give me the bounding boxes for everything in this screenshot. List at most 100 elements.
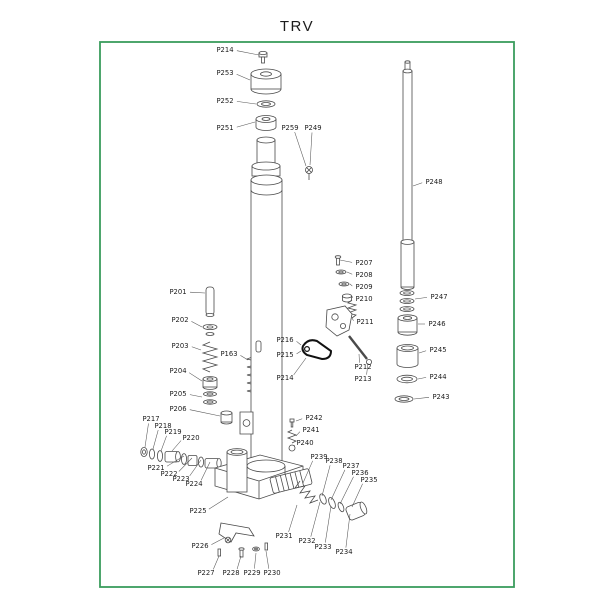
- cylinder-neck: [251, 136, 281, 177]
- part-label-p226-38: P226: [191, 542, 208, 550]
- leader-line-p206-28: [189, 409, 221, 417]
- leader-line-p249-5: [309, 132, 313, 166]
- part-label-p239-46: P239: [310, 453, 327, 461]
- leader-line-p248-6: [412, 182, 423, 187]
- part-p226-bracket: [218, 522, 255, 543]
- leader-line-p211-16: [351, 317, 354, 321]
- leader-line-p220-32: [171, 440, 182, 452]
- leader-line-p231-51: [288, 504, 298, 532]
- part-label-p207-12: P207: [355, 259, 372, 267]
- leader-line-p252-2: [236, 101, 257, 105]
- leader-line-p227-39: [213, 555, 220, 570]
- part-p237-washer: [328, 497, 336, 509]
- part-small-spring: [346, 299, 358, 319]
- leader-line-p244-10: [417, 377, 427, 380]
- part-p222-cup: [187, 455, 198, 466]
- part-label-p224-36: P224: [185, 480, 202, 488]
- part-label-p227-39: P227: [197, 569, 214, 577]
- part-p239-spring: [294, 480, 319, 504]
- leader-line-p241-44: [295, 431, 301, 437]
- part-label-p244-10: P244: [429, 373, 446, 381]
- leader-line-p240-45: [294, 444, 296, 449]
- part-p201-pin: [205, 286, 215, 317]
- part-p218-washer: [148, 448, 155, 460]
- leader-line-p234-54: [345, 513, 351, 548]
- part-label-p217-29: P217: [142, 415, 159, 423]
- leader-line-p242-43: [295, 418, 303, 422]
- part-p228-screw: [238, 547, 245, 558]
- diagram-shapes: [140, 51, 419, 558]
- part-p214-screw: [258, 51, 268, 64]
- leader-line-p213-18: [366, 362, 369, 375]
- leader-line-p219-31: [160, 435, 167, 452]
- part-label-p222-34: P222: [160, 470, 177, 478]
- part-label-p208-13: P208: [355, 271, 372, 279]
- part-label-p210-15: P210: [355, 295, 372, 303]
- part-label-p237-48: P237: [342, 462, 359, 470]
- part-label-p236-49: P236: [351, 469, 368, 477]
- leader-line-p238-47: [321, 465, 331, 497]
- leader-line-p216-19: [296, 341, 302, 346]
- part-p223-washer: [197, 456, 204, 468]
- part-label-p201-22: P201: [169, 288, 186, 296]
- part-label-p253-1: P253: [216, 69, 233, 77]
- part-p210-nut: [341, 293, 352, 303]
- leader-line-p217-29: [144, 423, 149, 448]
- part-label-p202-23: P202: [171, 316, 188, 324]
- part-label-p249-5: P249: [304, 124, 321, 132]
- part-label-p204-26: P204: [169, 367, 186, 375]
- part-label-p231-51: P231: [275, 532, 292, 540]
- part-p242-screw: [289, 418, 295, 428]
- part-p215-handle-toggle: [301, 339, 333, 361]
- pump-cylinder: [226, 448, 248, 493]
- leader-line-p203-24: [191, 346, 202, 351]
- part-label-p232-52: P232: [298, 537, 315, 545]
- leader-line-p253-1: [236, 73, 251, 81]
- part-label-p243-11: P243: [432, 393, 449, 401]
- part-label-p214-0: P214: [216, 46, 233, 54]
- leader-line-p243-11: [413, 397, 430, 400]
- part-label-p203-24: P203: [171, 342, 188, 350]
- part-p240-ball: [288, 444, 296, 452]
- part-label-p246-8: P246: [428, 320, 445, 328]
- leader-line-p235-50: [351, 483, 363, 508]
- part-label-p238-47: P238: [325, 457, 342, 465]
- leader-line-p222-34: [178, 457, 193, 472]
- part-p246-cylinder: [397, 314, 418, 336]
- part-p202-washer: [202, 323, 218, 336]
- part-label-p245-9: P245: [429, 346, 446, 354]
- part-label-p213-18: P213: [354, 375, 371, 383]
- leader-line-p230-42: [265, 550, 270, 569]
- leader-line-p207-12: [339, 259, 353, 263]
- part-p253-cap: [250, 68, 282, 95]
- part-label-p214-21: P214: [276, 374, 293, 382]
- part-p208-washer: [335, 269, 347, 275]
- leader-line-p225-37: [208, 496, 229, 510]
- part-label-p223-35: P223: [172, 475, 189, 483]
- leader-line-p247-7: [414, 297, 428, 300]
- part-label-p221-33: P221: [147, 464, 164, 472]
- leader-lines: [144, 50, 430, 570]
- leader-line-p226-38: [211, 537, 225, 545]
- part-label-p235-50: P235: [360, 476, 377, 484]
- part-label-p248-6: P248: [425, 178, 442, 186]
- part-label-p241-44: P241: [302, 426, 319, 434]
- part-p238-washer: [319, 493, 327, 505]
- part-label-p215-20: P215: [276, 351, 293, 359]
- part-label-p230-42: P230: [263, 569, 280, 577]
- part-p206-cap: [220, 410, 233, 425]
- part-p203-spring: [201, 341, 219, 373]
- leader-line-p218-30: [152, 430, 159, 450]
- leader-line-p224-36: [200, 461, 211, 481]
- part-p229-washer: [252, 546, 260, 552]
- leader-line-p228-40: [236, 555, 242, 570]
- part-label-p225-37: P225: [189, 507, 206, 515]
- leader-line-p239-46: [302, 460, 313, 484]
- part-label-p219-31: P219: [164, 428, 181, 436]
- part-p226-bolt: [224, 536, 232, 544]
- part-label-p251-3: P251: [216, 124, 233, 132]
- part-p249-screw: [305, 166, 313, 180]
- part-p212-release-rod: [348, 335, 372, 365]
